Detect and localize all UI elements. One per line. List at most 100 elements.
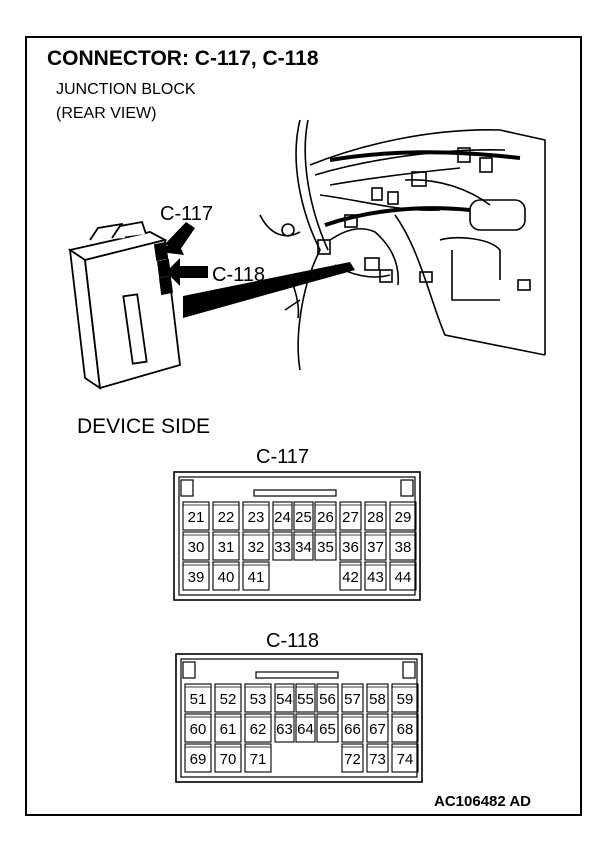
c117-arrowhead	[160, 238, 184, 255]
dashboard-illustration	[259, 119, 546, 371]
pin-cell: 60	[184, 713, 212, 743]
pin-number: 25	[295, 509, 312, 526]
pin-cell: 27	[339, 501, 362, 531]
pin-number: 26	[317, 509, 334, 526]
pin-cell: 41	[242, 561, 270, 591]
pin-number: 63	[276, 721, 293, 738]
pin-number: 57	[344, 691, 361, 708]
pin-cell: 58	[366, 683, 389, 713]
pin-cell: 74	[391, 743, 419, 773]
pin-cell: 69	[184, 743, 212, 773]
pin-number: 21	[188, 509, 205, 526]
pin-number: 43	[367, 569, 384, 586]
subtitle-line-2: (REAR VIEW)	[56, 105, 157, 122]
pin-number: 54	[276, 691, 293, 708]
pin-number: 36	[342, 539, 359, 556]
subtitle-line-1: JUNCTION BLOCK	[56, 81, 196, 98]
pin-number: 52	[220, 691, 237, 708]
pin-cell: 23	[242, 501, 270, 531]
pin-cell: 40	[212, 561, 240, 591]
pin-number: 29	[395, 509, 412, 526]
pin-cell: 34	[293, 531, 314, 561]
pin-cell: 55	[295, 683, 316, 713]
pin-number: 34	[295, 539, 312, 556]
pin-number: 23	[248, 509, 265, 526]
pin-number: 71	[250, 751, 267, 768]
device-side-label: DEVICE SIDE	[77, 415, 211, 438]
pin-number: 74	[397, 751, 414, 768]
pin-number: 67	[369, 721, 386, 738]
pin-cell: 28	[364, 501, 387, 531]
pin-cell: 68	[391, 713, 419, 743]
pin-number: 42	[342, 569, 359, 586]
pin-cell: 54	[274, 683, 295, 713]
pin-cell: 26	[314, 501, 337, 531]
junction-block-illustration	[67, 220, 181, 390]
pin-number: 62	[250, 721, 267, 738]
figure-code: AC106482 AD	[434, 793, 531, 810]
leader-wedge	[183, 262, 355, 318]
pin-cell: 22	[212, 501, 240, 531]
pin-cell: 66	[341, 713, 364, 743]
pin-cell: 42	[339, 561, 362, 591]
pin-cell: 39	[182, 561, 210, 591]
connector-c118-name: C-118	[266, 630, 319, 652]
pin-cell: 51	[184, 683, 212, 713]
pin-cell: 33	[272, 531, 293, 561]
pin-number: 24	[274, 509, 291, 526]
pin-number: 39	[188, 569, 205, 586]
pin-number: 66	[344, 721, 361, 738]
pin-cell: 73	[366, 743, 389, 773]
pin-cell: 56	[316, 683, 339, 713]
pin-number: 28	[367, 509, 384, 526]
page-title: CONNECTOR: C-117, C-118	[47, 47, 319, 70]
pin-number: 69	[190, 751, 207, 768]
pin-cell: 64	[295, 713, 316, 743]
pin-number: 32	[248, 539, 265, 556]
pin-number: 55	[297, 691, 314, 708]
pin-cell: 30	[182, 531, 210, 561]
pin-cell: 36	[339, 531, 362, 561]
pin-number: 27	[342, 509, 359, 526]
pin-cell: 21	[182, 501, 210, 531]
pin-number: 30	[188, 539, 205, 556]
pin-number: 53	[250, 691, 267, 708]
pin-cell: 72	[341, 743, 364, 773]
pin-cell: 57	[341, 683, 364, 713]
pin-number: 61	[220, 721, 237, 738]
pin-number: 35	[317, 539, 334, 556]
pin-cell: 65	[316, 713, 339, 743]
pin-number: 44	[395, 569, 412, 586]
pin-number: 51	[190, 691, 207, 708]
figure-frame	[25, 36, 582, 816]
pin-cell: 53	[244, 683, 272, 713]
pin-cell: 59	[391, 683, 419, 713]
pin-cell: 35	[314, 531, 337, 561]
pin-number: 31	[218, 539, 235, 556]
pin-cell: 24	[272, 501, 293, 531]
pin-number: 73	[369, 751, 386, 768]
pin-number: 56	[319, 691, 336, 708]
pin-number: 72	[344, 751, 361, 768]
pin-cell: 67	[366, 713, 389, 743]
c118-arrow	[166, 258, 208, 286]
pin-number: 64	[297, 721, 314, 738]
pin-number: 70	[220, 751, 237, 768]
pin-number: 59	[397, 691, 414, 708]
pin-number: 58	[369, 691, 386, 708]
pin-cell: 29	[389, 501, 417, 531]
pin-number: 40	[218, 569, 235, 586]
pin-number: 68	[397, 721, 414, 738]
pin-cell: 70	[214, 743, 242, 773]
pin-cell: 62	[244, 713, 272, 743]
pin-cell: 71	[244, 743, 272, 773]
callout-c117-label: C-117	[160, 203, 213, 225]
pin-cell: 52	[214, 683, 242, 713]
pin-cell: 31	[212, 531, 240, 561]
pin-cell: 61	[214, 713, 242, 743]
pin-cell: 25	[293, 501, 314, 531]
pin-number: 38	[395, 539, 412, 556]
